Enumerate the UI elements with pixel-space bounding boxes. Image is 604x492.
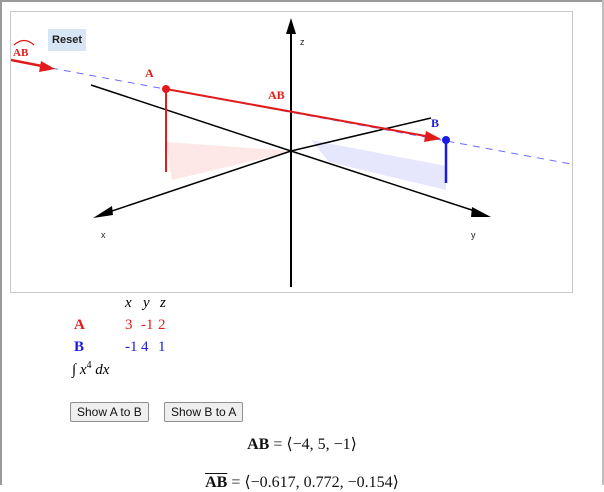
y-axis-label: y: [471, 230, 476, 240]
header-z: z: [160, 295, 166, 311]
integral-variable: x: [79, 362, 87, 378]
window-border-left: [0, 0, 2, 485]
show-b-to-a-button[interactable]: Show B to A: [164, 402, 244, 422]
y-axis: [290, 150, 482, 214]
show-a-to-b-button[interactable]: Show A to B: [70, 402, 149, 422]
integral-power: 4: [86, 360, 92, 371]
x-axis-arrowhead: [93, 206, 113, 218]
z-axis-label: z: [300, 37, 305, 47]
arc-symbol: [13, 39, 35, 46]
point-a-label: A: [145, 66, 154, 80]
header-y: y: [143, 295, 150, 311]
point-a[interactable]: [162, 85, 170, 93]
row-b-x[interactable]: -1: [125, 339, 138, 355]
row-a-z[interactable]: 2: [158, 317, 166, 333]
vector-equation-value: = ⟨−4, 5, −1⟩: [273, 436, 357, 453]
direction-arrowhead: [39, 61, 55, 72]
row-a-name: A: [74, 317, 85, 333]
vector-ab-arrowhead: [424, 131, 441, 142]
integral-dx: dx: [95, 362, 110, 378]
vector-equation: AB = ⟨−4, 5, −1⟩: [0, 434, 604, 454]
window-border-right: [602, 0, 604, 485]
row-b-y[interactable]: 4: [141, 339, 149, 355]
graphics-3d-view[interactable]: A B AB x y z AB Reset: [10, 11, 573, 293]
vector-ab-label: AB: [268, 88, 285, 102]
x-axis-back: [90, 84, 292, 152]
row-a-x[interactable]: 3: [125, 317, 133, 333]
header-x: x: [125, 295, 132, 311]
z-axis-arrowhead: [286, 18, 296, 34]
point-b[interactable]: [442, 136, 450, 144]
point-b-label: B: [431, 116, 439, 130]
unit-vector-equation-value: = ⟨−0.617, 0.772, −0.154⟩: [231, 474, 399, 491]
plane-b-shadow: [311, 140, 446, 190]
unit-vector-equation: AB = ⟨−0.617, 0.772, −0.154⟩: [0, 472, 604, 492]
unit-vector-equation-name: AB: [205, 474, 228, 491]
reset-button[interactable]: Reset: [48, 29, 86, 51]
row-a-y[interactable]: -1: [141, 317, 154, 333]
integral-symbol: ∫: [72, 362, 77, 378]
arc-ab-label: AB: [13, 47, 29, 59]
window-border-top: [0, 0, 604, 2]
y-axis-back: [290, 117, 432, 152]
integral-expression: ∫ x4 dx: [72, 360, 109, 379]
x-axis: [105, 150, 292, 214]
plane-a-shadow: [166, 142, 291, 180]
row-b-name: B: [74, 339, 85, 355]
x-axis-label: x: [101, 230, 106, 240]
graphics-canvas[interactable]: A B AB x y z AB: [11, 12, 572, 292]
vector-equation-name: AB: [247, 436, 270, 453]
row-b-z[interactable]: 1: [158, 339, 166, 355]
vector-ab: [165, 88, 432, 138]
y-axis-arrowhead: [471, 207, 491, 217]
